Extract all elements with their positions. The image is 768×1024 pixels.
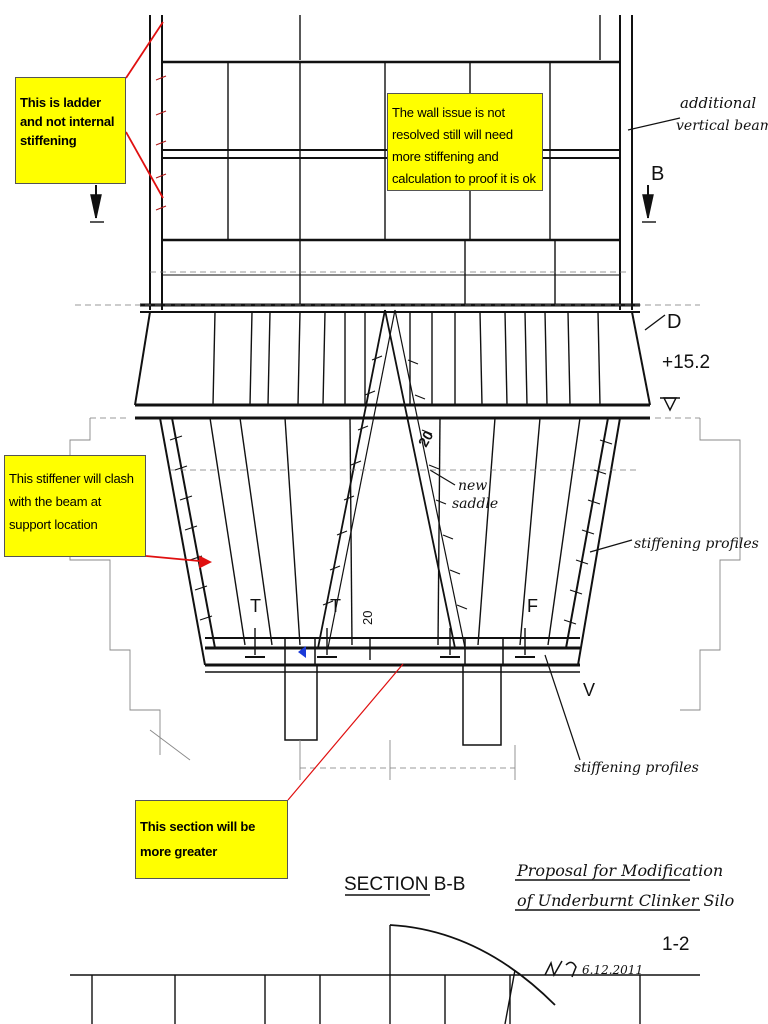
proposal-title-line-1: Proposal for Modification [516, 861, 723, 880]
section-title: SECTION B-B [344, 874, 465, 895]
additional-beams-label-1: additional [680, 94, 756, 112]
stiffening-profiles-label-right: stiffening profiles [634, 536, 759, 552]
marker-t-left: T [250, 596, 261, 616]
wall-issue-note: The wall issue is not resolved still wil… [387, 93, 543, 191]
dim-20-saddle: 20 [415, 428, 437, 450]
proposal-title-line-2: of Underburnt Clinker Silo [517, 891, 734, 910]
new-saddle-label-2: saddle [452, 496, 498, 512]
signature-icon [544, 960, 577, 978]
stiffener-clash-note: This stiffener will clash with the beam … [4, 455, 146, 557]
additional-beams-label-2: vertical beams [676, 118, 768, 134]
sheet-number: 1-2 [662, 934, 689, 955]
section-note: This section will be more greater [135, 800, 288, 879]
level-marker-d: D [667, 311, 681, 333]
marker-v: V [583, 680, 595, 700]
new-saddle-label-1: new [458, 478, 487, 494]
section-marker-b: B [651, 163, 664, 185]
signature-date: 6.12.2011 [582, 963, 643, 977]
marker-f: F [527, 596, 538, 616]
dim-20-beam: 20 [360, 611, 375, 625]
level-label: +15.2 [662, 352, 710, 373]
marker-t-mid: T [330, 596, 341, 616]
ladder-note: This is ladder and not internal stiffeni… [15, 77, 126, 184]
stiffening-profiles-label-bottom: stiffening profiles [574, 760, 699, 776]
